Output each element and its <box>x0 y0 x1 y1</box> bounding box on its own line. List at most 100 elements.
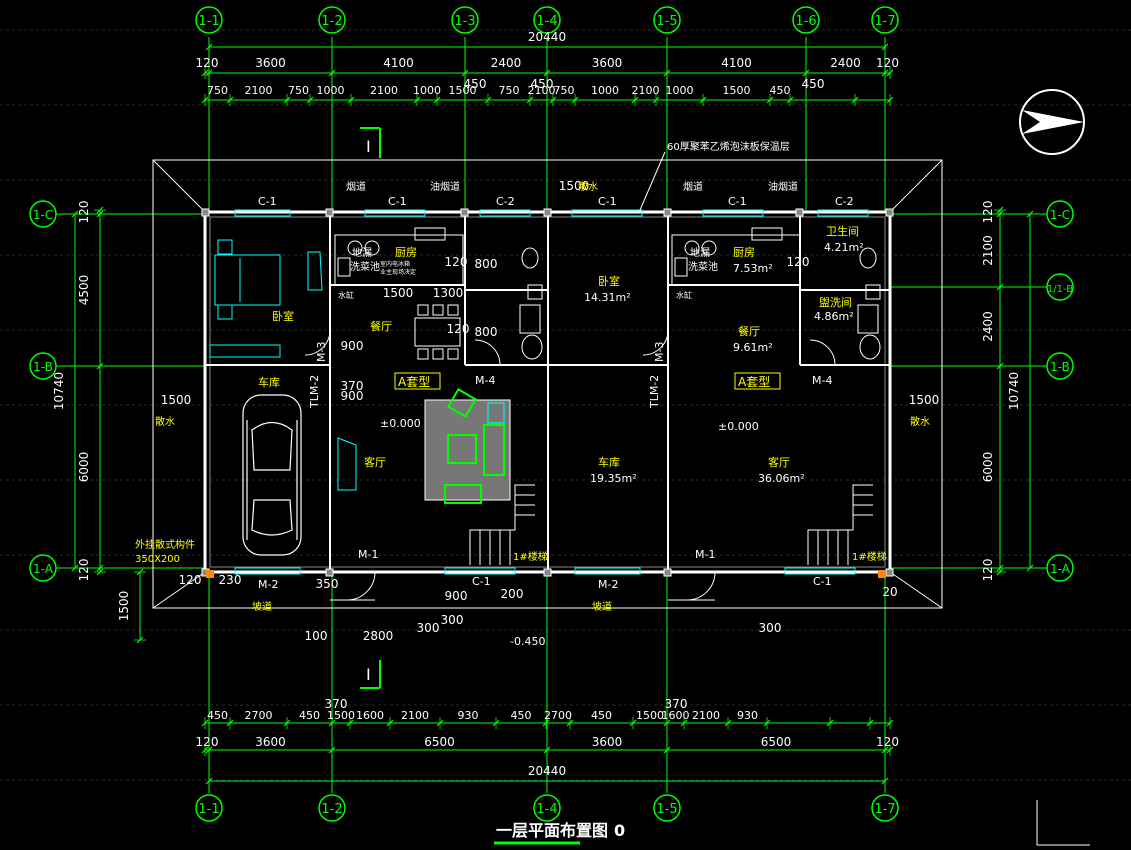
axis-label-right: 1/1-B <box>1047 284 1073 295</box>
section-mark-top: I <box>366 137 371 156</box>
dimension-text: 10740 <box>1007 372 1021 410</box>
dimension-text: 2400 <box>830 56 861 70</box>
dimension-text: 450 <box>207 709 228 722</box>
dimension-text: 900 <box>445 589 468 603</box>
axis-label-right: 1-A <box>1050 562 1071 576</box>
dimension-text: 1000 <box>666 84 694 97</box>
window-c2-a: C-2 <box>496 195 515 208</box>
dimension-text: 2100 <box>528 84 556 97</box>
stair-label-2: 1#楼梯 <box>852 550 887 563</box>
dimension-text: 1300 <box>433 286 464 300</box>
kitchen-label: 厨房 <box>733 246 755 259</box>
dimension-text: 1500 <box>723 84 751 97</box>
dimension-text: 120 <box>447 322 470 336</box>
chimney-label-2: 烟道 <box>683 180 703 193</box>
axis-label-top: 1-5 <box>656 14 677 29</box>
bed <box>209 239 281 358</box>
living-room-furniture <box>424 387 511 504</box>
axis-bubble <box>318 794 346 822</box>
drawing-title: 一层平面布置图 0 <box>494 821 625 845</box>
owner-note: 业主现场决定 <box>380 268 416 276</box>
title-suffix: 0 <box>614 821 625 840</box>
dimension-text: 750 <box>207 84 228 97</box>
axis-bubble <box>871 6 899 34</box>
dimension-text: 120 <box>876 735 899 749</box>
axis-bubble <box>29 554 57 582</box>
dimension-text: 120 <box>981 201 995 224</box>
door-m2-b: M-2 <box>598 578 618 591</box>
window-c1-f: C-1 <box>813 575 832 588</box>
dimension-text: 6000 <box>981 452 995 483</box>
dimension-text: 120 <box>981 559 995 582</box>
elevation-zero-2: ±0.000 <box>718 420 759 433</box>
living-label: 客厅 <box>768 455 790 469</box>
window-c1-a: C-1 <box>258 195 277 208</box>
dimension-text: 6000 <box>77 452 91 483</box>
dimension-text: 450 <box>464 77 487 91</box>
door-m1-b: M-1 <box>695 548 715 561</box>
unit-a-label-2: A套型 <box>738 375 770 389</box>
dimension-text: 1500 <box>327 709 355 722</box>
section-mark-bottom: I <box>366 665 371 684</box>
garage-left-label: 车库 <box>258 375 280 389</box>
garage-area: 19.35m² <box>590 472 637 485</box>
dimension-text: 120 <box>196 56 219 70</box>
axis-bubble <box>653 794 681 822</box>
dimension-text: 2100 <box>632 84 660 97</box>
dimension-text: 370 <box>325 697 348 711</box>
axis-bubble <box>1046 352 1074 380</box>
dimension-text: 6500 <box>761 735 792 749</box>
stair-label-1: 1#楼梯 <box>513 550 548 563</box>
axis-label-top: 1-2 <box>321 14 342 29</box>
axis-bubble <box>653 6 681 34</box>
kitchen-left-label: 厨房 <box>395 246 417 259</box>
dimension-text: 2800 <box>363 629 394 643</box>
axis-label-right: 1-B <box>1050 360 1070 374</box>
door-m4-b: M-4 <box>812 374 832 387</box>
axis-label-left: 1-C <box>33 208 53 222</box>
dining-area: 9.61m² <box>733 341 773 354</box>
wash-area: 4.86m² <box>814 310 854 323</box>
kitchen-fixtures <box>334 227 801 286</box>
dimension-text: 1000 <box>317 84 345 97</box>
dimension-text: 350 <box>316 577 339 591</box>
oil-chimney-label-2: 油烟道 <box>768 180 798 193</box>
axis-bubble <box>318 6 346 34</box>
axis-label-top: 1-6 <box>795 14 816 29</box>
elevation-zero-1: ±0.000 <box>380 417 421 430</box>
door-m1-a: M-1 <box>358 548 378 561</box>
dimension-text: 3600 <box>255 735 286 749</box>
toilet-label: 卫生间 <box>826 224 859 238</box>
dimension-text: 100 <box>305 629 328 643</box>
wash-label: 盥洗间 <box>819 296 852 309</box>
oil-chimney-label-1: 油烟道 <box>430 180 460 193</box>
dimension-text: 120 <box>77 201 91 224</box>
dimension-text: 2100 <box>245 84 273 97</box>
axis-bubble <box>792 6 820 34</box>
north-arrow-icon <box>1019 89 1085 155</box>
kitchen-area: 7.53m² <box>733 262 773 275</box>
dimension-text: 1500 <box>559 179 590 193</box>
dimension-text: 2100 <box>692 709 720 722</box>
wash-basin-label-1: 洗菜池 <box>350 260 380 273</box>
axis-label-left: 1-A <box>33 562 54 576</box>
dimension-text: 450 <box>511 709 532 722</box>
bath-fixtures <box>519 247 881 360</box>
building-outline <box>152 159 943 609</box>
dimension-text: 4100 <box>721 56 752 70</box>
axis-label-left: 1-B <box>33 360 53 374</box>
dimension-text: 900 <box>341 389 364 403</box>
page-title: 一层平面布置图 <box>496 821 608 840</box>
dimension-text: 3600 <box>592 735 623 749</box>
dimension-text: 750 <box>288 84 309 97</box>
axis-label-bottom: 1-7 <box>874 802 895 817</box>
wash-basin-label-2: 洗菜池 <box>688 260 718 273</box>
dimension-text: 4500 <box>77 275 91 306</box>
dimension-text: 2100 <box>370 84 398 97</box>
dimension-text: 1500 <box>117 591 131 622</box>
axis-bubble <box>195 794 223 822</box>
dimension-text: 1000 <box>591 84 619 97</box>
dimension-text: 120 <box>876 56 899 70</box>
dimension-text: 4100 <box>383 56 414 70</box>
dimension-text: 3600 <box>592 56 623 70</box>
